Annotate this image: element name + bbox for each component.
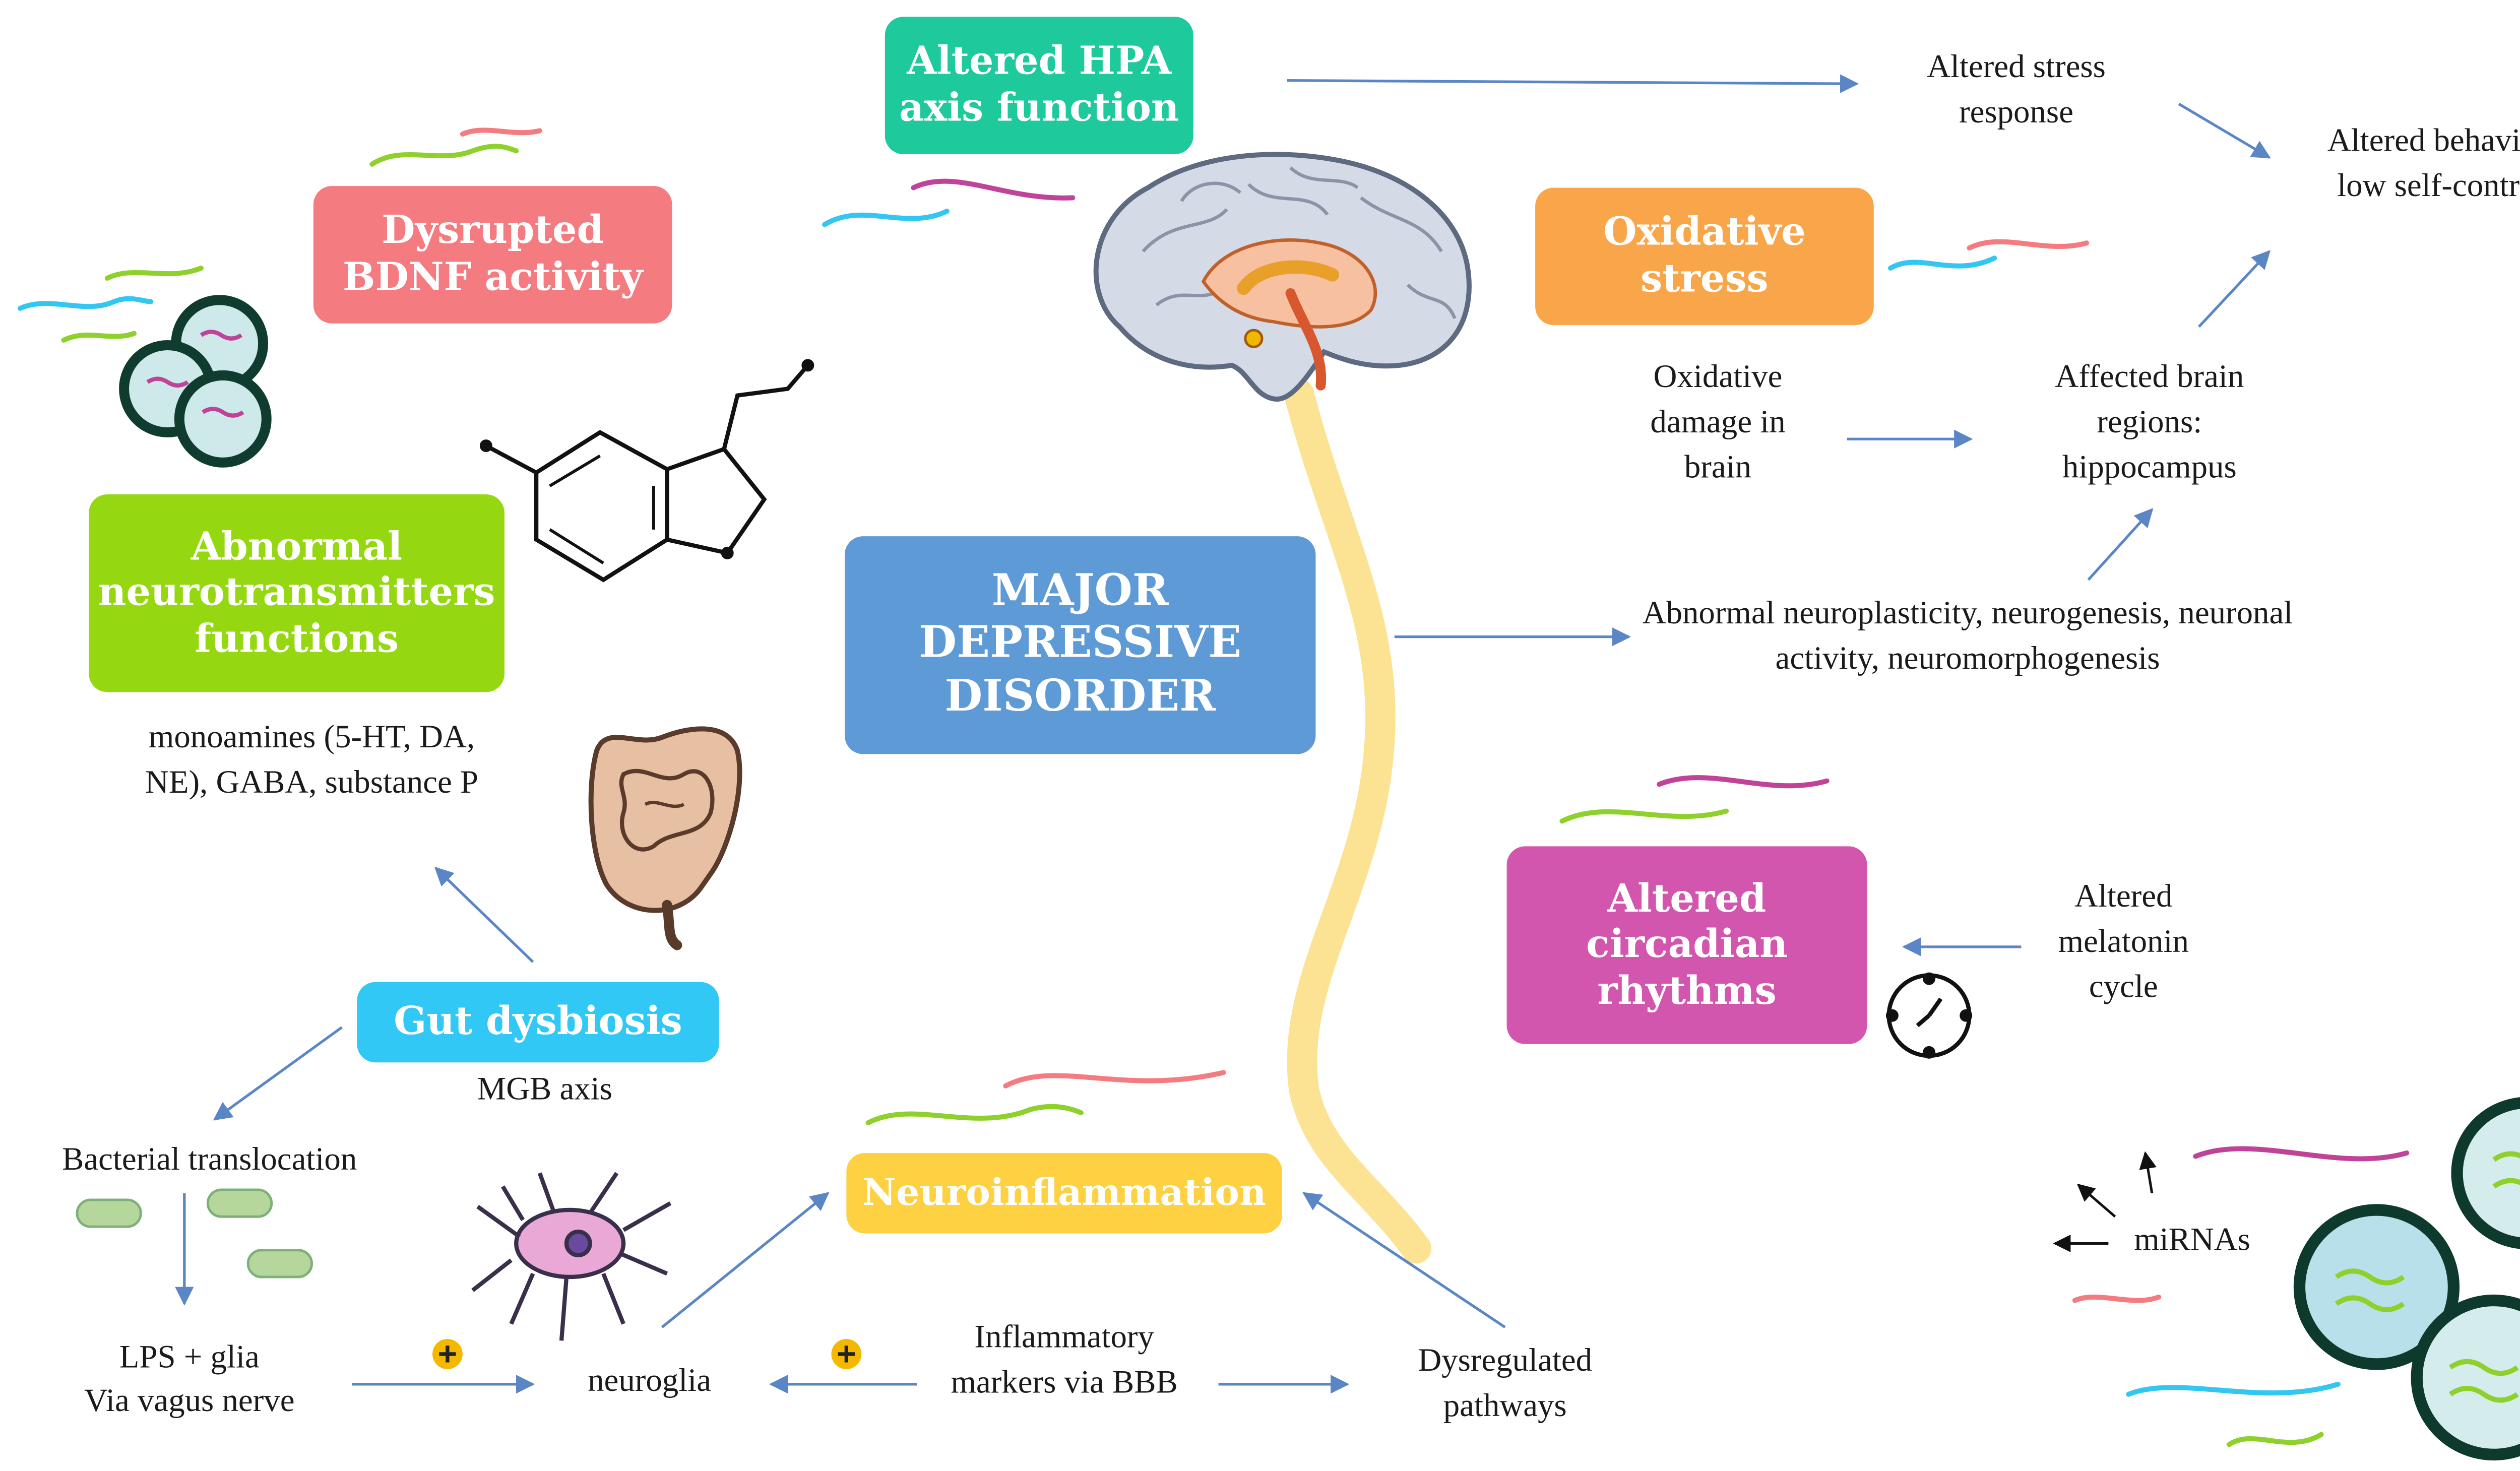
hpa-axis-box: Altered HPA axis function bbox=[885, 17, 1193, 154]
neuroplasticity-label: Abnormal neuroplasticity, neurogenesis, … bbox=[1642, 596, 2293, 677]
neuroglia-illustration bbox=[471, 1172, 672, 1341]
mgb-axis-label: MGB axis bbox=[477, 1072, 612, 1108]
plus-badges bbox=[432, 1338, 862, 1369]
bacteria-cells-left bbox=[119, 295, 272, 468]
intestine-illustration bbox=[588, 726, 742, 950]
circadian-box: Altered circadian rhythms bbox=[1506, 846, 1867, 1044]
clock-icon bbox=[1885, 972, 1973, 1059]
brain-regions-label: Affected brain regions: hippocampus bbox=[2055, 360, 2244, 486]
lps-glia-label: LPS + glia bbox=[119, 1340, 260, 1376]
cells-right bbox=[2293, 1097, 2520, 1461]
bacteria-rods bbox=[76, 1188, 313, 1278]
vagus-nerve-label: Via vagus nerve bbox=[84, 1384, 295, 1420]
behavior-label: Altered behavior, low self-control bbox=[2327, 124, 2520, 205]
mirna-arrows bbox=[2053, 1151, 2157, 1252]
mdd-box: MAJOR DEPRESSIVE DISORDER bbox=[845, 536, 1316, 754]
monoamines-label: monoamines (5-HT, DA, NE), GABA, substan… bbox=[145, 720, 479, 801]
molecule-structure bbox=[479, 359, 814, 583]
arrows bbox=[175, 74, 2271, 1394]
dysregulated-pathways-label: Dysregulated pathways bbox=[1418, 1344, 1593, 1425]
oxidative-stress-box: Oxidative stress bbox=[1535, 187, 1874, 326]
neuroinflammation-box: Neuroinflammation bbox=[846, 1153, 1282, 1234]
rna-strands bbox=[17, 127, 2410, 1447]
spinal-cord bbox=[1284, 378, 1431, 1264]
mirnas-label: miRNAs bbox=[2134, 1223, 2250, 1259]
neuroglia-label: neuroglia bbox=[588, 1364, 712, 1399]
brain-illustration bbox=[1093, 152, 1472, 402]
melatonin-label: Altered melatonin cycle bbox=[2058, 879, 2189, 1005]
oxidative-damage-label: Oxidative damage in brain bbox=[1650, 360, 1786, 486]
stress-response-label: Altered stress response bbox=[1927, 50, 2106, 131]
bacterial-translocation-label: Bacterial translocation bbox=[62, 1142, 357, 1178]
gut-dysbiosis-box: Gut dysbiosis bbox=[357, 982, 719, 1063]
inflammatory-markers-label: Inflammatory markers via BBB bbox=[951, 1320, 1178, 1401]
neurotransmitters-box: Abnormal neurotransmitters functions bbox=[89, 494, 505, 692]
bdnf-box: Dysrupted BDNF activity bbox=[313, 186, 672, 324]
